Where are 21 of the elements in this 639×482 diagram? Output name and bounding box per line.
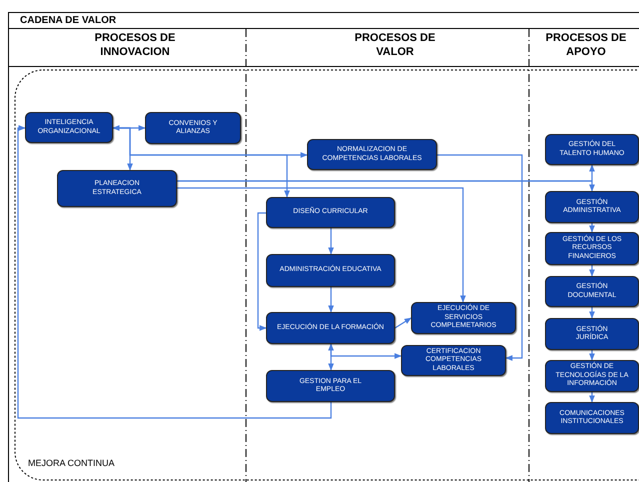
column-header: PROCESOS DE APOYO (544, 32, 628, 60)
arrow (17, 125, 332, 419)
arrow (177, 187, 466, 303)
boundary-label: MEJORA CONTINUA (28, 458, 115, 470)
arrow (589, 392, 595, 403)
arrow (589, 350, 595, 361)
title: CADENA DE VALOR (20, 14, 116, 28)
arrow (328, 228, 334, 255)
arrow (257, 212, 267, 331)
column-header: PROCESOS DE VALOR (354, 32, 436, 60)
arrow (177, 180, 595, 192)
arrow (112, 125, 146, 131)
arrow (589, 223, 595, 233)
arrow (437, 154, 523, 361)
arrow (589, 265, 595, 277)
arrow (113, 127, 290, 198)
arrow (394, 318, 412, 328)
column-header: PROCESOS DE INNOVACION (94, 32, 176, 60)
arrow (328, 343, 402, 359)
arrow (589, 307, 595, 319)
arrow (328, 287, 334, 313)
